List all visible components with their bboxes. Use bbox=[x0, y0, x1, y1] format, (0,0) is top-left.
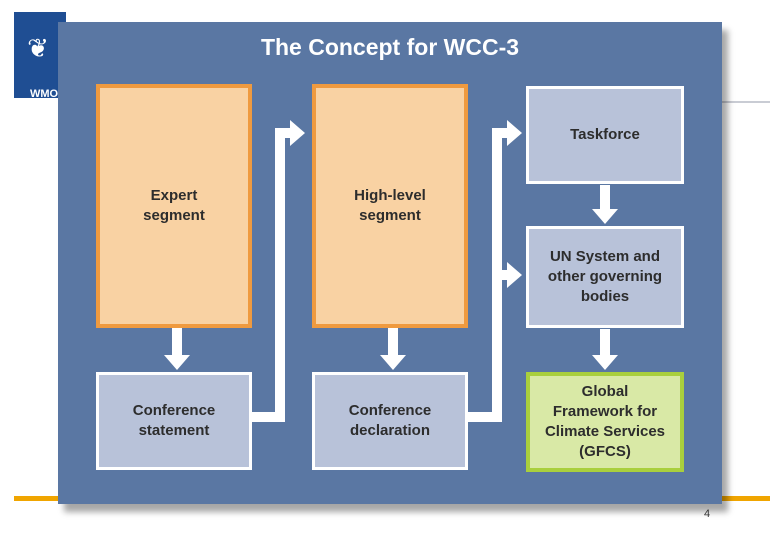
footer-accent-right bbox=[722, 496, 770, 501]
page-number: 4 bbox=[704, 508, 711, 520]
flow-arrows bbox=[164, 120, 618, 422]
un-system-box: UN System and other governing bodies bbox=[526, 226, 684, 328]
arrow-un-to-gfcs bbox=[592, 329, 618, 370]
arrow-declaration-to-taskforce bbox=[468, 120, 522, 422]
header-divider bbox=[720, 101, 770, 103]
wmo-logo: ❦ WMO bbox=[14, 12, 66, 100]
arrow-to-un-system bbox=[502, 262, 522, 288]
conference-statement-box: Conference statement bbox=[96, 372, 252, 470]
logo-text: WMO bbox=[30, 88, 59, 100]
footer-accent-left bbox=[14, 496, 60, 501]
gfcs-box: Global Framework for Climate Services (G… bbox=[526, 372, 684, 472]
un-wreath-icon: ❦ bbox=[27, 33, 49, 63]
arrow-expert-to-statement bbox=[164, 328, 190, 370]
conference-declaration-box: Conference declaration bbox=[312, 372, 468, 470]
arrow-statement-to-highlevel bbox=[252, 120, 305, 422]
diagram-title: The Concept for WCC-3 bbox=[260, 34, 520, 60]
concept-diagram: The Concept for WCC-3 Expert segment Hig… bbox=[58, 22, 722, 504]
expert-segment-box: Expert segment bbox=[96, 84, 252, 328]
high-level-segment-box: High-level segment bbox=[312, 84, 468, 328]
arrow-taskforce-to-un bbox=[592, 185, 618, 224]
taskforce-box: Taskforce bbox=[526, 86, 684, 184]
arrow-highlevel-to-declaration bbox=[380, 328, 406, 370]
